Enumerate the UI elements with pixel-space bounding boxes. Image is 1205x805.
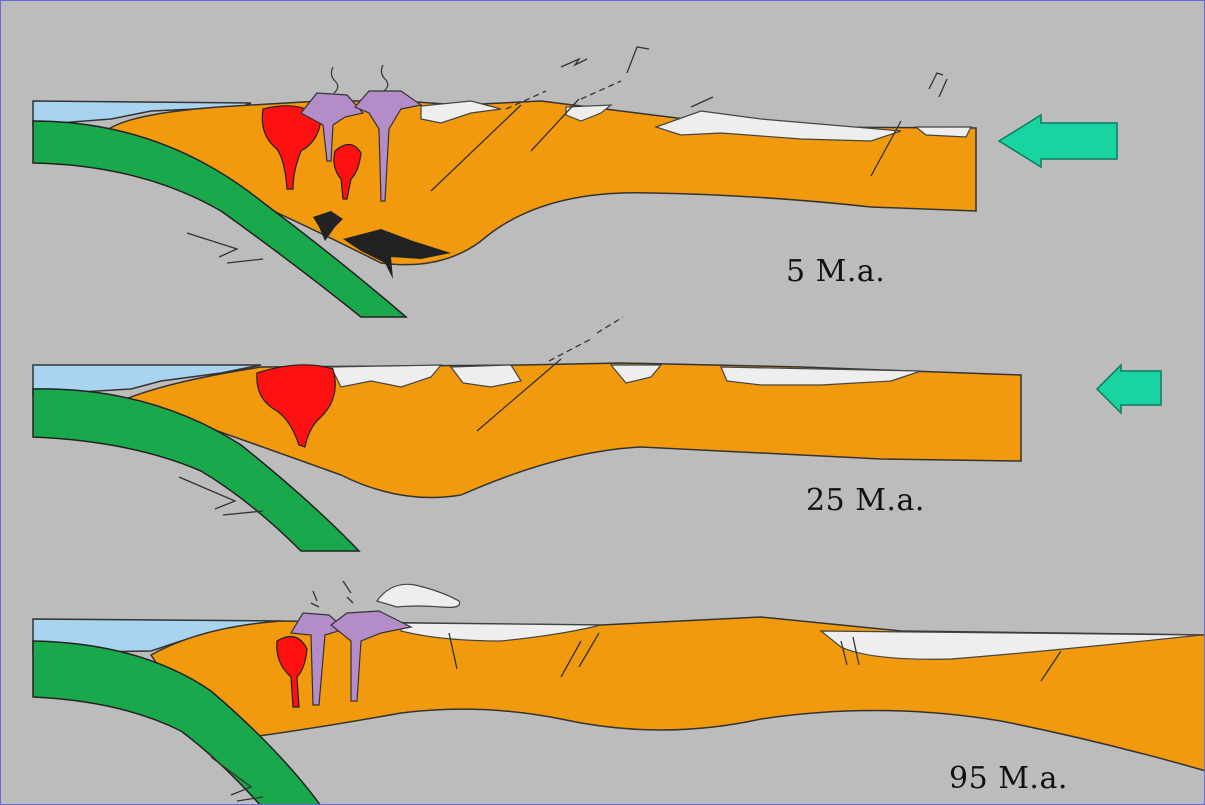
push-arrow-25ma — [1097, 365, 1161, 413]
panel-25ma — [33, 317, 1161, 551]
age-label-95ma: 95 M.a. — [949, 761, 1068, 796]
ash-cloud-95ma — [377, 584, 460, 607]
panel-5ma — [33, 47, 1117, 317]
push-arrow-5ma — [999, 115, 1117, 167]
steam-5ma — [331, 65, 387, 93]
age-label-25ma: 25 M.a. — [806, 483, 925, 518]
age-label-5ma: 5 M.a. — [786, 254, 885, 289]
